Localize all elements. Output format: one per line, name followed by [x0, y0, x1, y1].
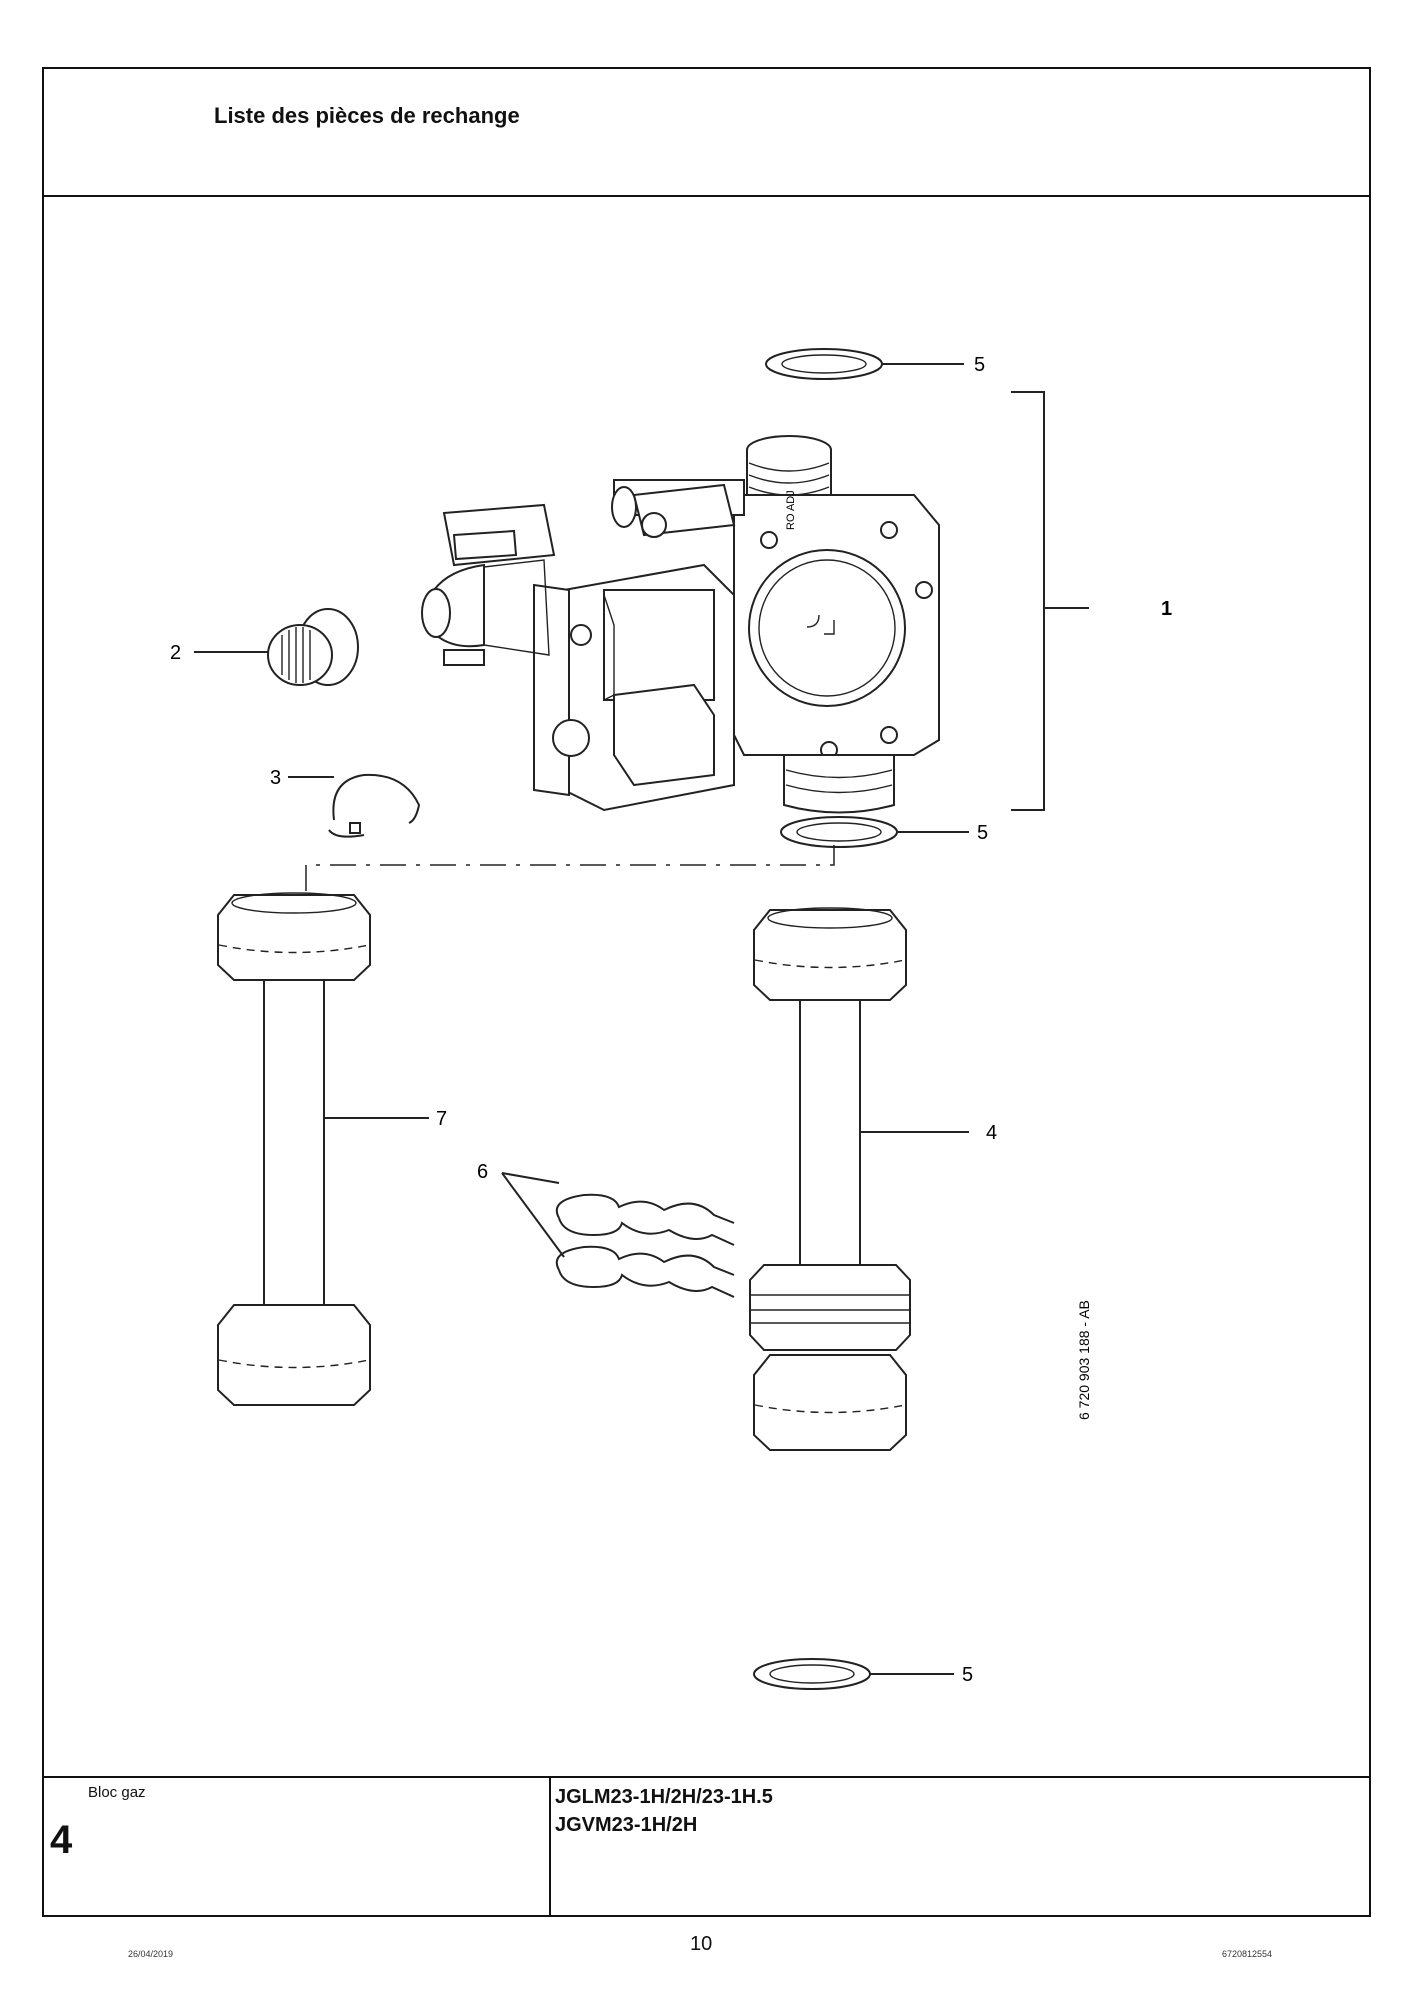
callout-5-middle: 5: [977, 822, 988, 844]
page-number: 10: [690, 1933, 713, 1955]
callout-5-top: 5: [974, 354, 985, 376]
header-row: Liste des pièces de rechange: [44, 69, 1369, 197]
page-frame: Liste des pièces de rechange RO ADJ: [42, 67, 1371, 1917]
callout-1: 1: [1161, 598, 1172, 620]
callout-6: 6: [477, 1161, 488, 1183]
gas-valve-block: RO ADJ: [421, 391, 1089, 814]
pipe-right: [749, 907, 969, 1451]
print-date: 26/04/2019: [128, 1949, 174, 1959]
section-subtitle: Bloc gaz: [88, 1784, 146, 1801]
alignment-line: [305, 845, 835, 891]
callout-5-bottom: 5: [962, 1664, 973, 1686]
page-title: Liste des pièces de rechange: [214, 103, 520, 128]
callout-7: 7: [436, 1108, 447, 1130]
callout-4: 4: [986, 1122, 997, 1144]
retaining-clips: [501, 1172, 735, 1298]
drawing-reference: 6 720 903 188 - AB: [1076, 1300, 1092, 1420]
footer-row: Bloc gaz 4 JGLM23-1H/2H/23-1H.5 JGVM23-1…: [44, 1776, 1369, 1915]
pipe-left: [217, 892, 429, 1406]
wire-clip: [288, 773, 421, 838]
svg-text:RO ADJ: RO ADJ: [785, 490, 797, 530]
document-number: 6720812554: [1222, 1949, 1273, 1959]
exploded-diagram: RO ADJ: [170, 348, 1172, 1690]
washer-top: [765, 348, 964, 380]
model-line-1: JGLM23-1H/2H/23-1H.5: [555, 1786, 773, 1808]
callout-2: 2: [170, 642, 181, 664]
washer-middle: [780, 816, 969, 848]
washer-bottom: [753, 1658, 954, 1690]
footer-left-cell: Bloc gaz 4: [44, 1778, 551, 1915]
section-number: 4: [50, 1818, 73, 1862]
gas-knob: [194, 608, 359, 686]
model-line-2: JGVM23-1H/2H: [555, 1814, 698, 1836]
callout-3: 3: [270, 767, 281, 789]
